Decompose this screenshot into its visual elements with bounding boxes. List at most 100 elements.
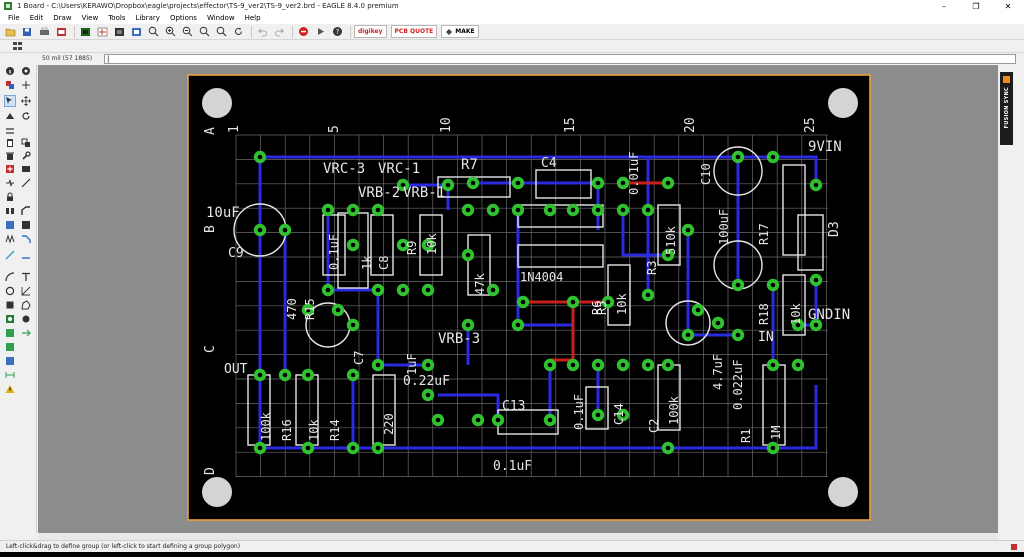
save-icon[interactable] [20, 25, 34, 39]
copy-icon[interactable] [4, 110, 16, 122]
dimension-tool-icon[interactable] [4, 369, 16, 381]
layer-settings-icon[interactable] [10, 39, 24, 53]
cam-processor-icon[interactable] [54, 25, 68, 39]
pad-drill [465, 322, 471, 328]
duplicate-icon[interactable] [20, 137, 32, 149]
miter-icon[interactable] [20, 205, 32, 217]
digikey-button[interactable]: digikey [354, 25, 387, 38]
route-icon[interactable] [20, 233, 32, 245]
schematic-icon[interactable] [95, 25, 109, 39]
display-layers-icon[interactable] [4, 79, 16, 91]
print-icon[interactable] [37, 25, 51, 39]
help-icon[interactable]: ? [330, 25, 344, 39]
menu-tools[interactable]: Tools [108, 14, 126, 22]
mark-icon[interactable] [20, 79, 32, 91]
polygon-icon[interactable] [20, 299, 32, 311]
label-r16-value: 100k [259, 411, 273, 441]
fusion-sync-tab[interactable]: FUSION SYNC [1000, 72, 1013, 145]
redo-icon[interactable] [272, 25, 286, 39]
rectangle-icon[interactable] [4, 299, 16, 311]
label-c2: C2 [647, 419, 661, 433]
pad-drill [445, 182, 451, 188]
mirror-icon[interactable] [4, 125, 16, 137]
menu-view[interactable]: View [81, 14, 99, 22]
label-r18-value: 10k [789, 303, 803, 325]
zoom-out-icon[interactable] [180, 25, 194, 39]
script-icon[interactable] [112, 25, 126, 39]
pad-drill [425, 242, 431, 248]
text-icon[interactable] [20, 271, 32, 283]
autorouter-icon[interactable] [20, 327, 32, 339]
errors-icon[interactable] [4, 383, 16, 395]
hole-icon[interactable] [20, 313, 32, 325]
label-c7: C7 [352, 351, 366, 365]
zoom-in-icon[interactable] [163, 25, 177, 39]
smash-icon[interactable] [4, 205, 16, 217]
menu-edit[interactable]: Edit [29, 14, 44, 22]
maximize-button[interactable]: ❐ [972, 1, 980, 11]
label-vrc3: VRC-3 [323, 161, 365, 177]
menu-library[interactable]: Library [135, 14, 160, 22]
command-line-input[interactable]: | [104, 54, 1016, 64]
label-gndin: GNDIN [808, 307, 850, 323]
dimension-icon[interactable] [20, 285, 32, 297]
board-canvas[interactable]: 1 5 10 15 20 25 A B C D VRC-3 VRC-1 R7 C… [38, 65, 998, 533]
paste-icon[interactable] [4, 137, 16, 149]
pad-drill [595, 180, 601, 186]
erc-icon[interactable] [4, 341, 16, 353]
label-c022: 0.22uF [403, 374, 450, 389]
ratsnest-icon[interactable] [4, 327, 16, 339]
pad-drill [470, 180, 476, 186]
circle-icon[interactable] [4, 285, 16, 297]
wrench-icon[interactable] [20, 150, 32, 162]
replace-icon[interactable] [20, 163, 32, 175]
zoom-last-icon[interactable] [214, 25, 228, 39]
label-r5: R5 [595, 301, 609, 315]
canvas-scrollbar[interactable] [38, 533, 998, 540]
c10-outline [713, 146, 763, 196]
ripup-icon[interactable] [20, 249, 32, 261]
go-icon[interactable] [313, 25, 327, 39]
zoom-select-icon[interactable] [197, 25, 211, 39]
rotate-icon[interactable] [20, 110, 32, 122]
redraw-icon[interactable] [231, 25, 245, 39]
split-icon[interactable] [4, 177, 16, 189]
make-button[interactable]: MAKE [441, 25, 479, 38]
menu-help[interactable]: Help [244, 14, 261, 22]
lock-icon[interactable] [4, 191, 16, 203]
info-icon[interactable] [4, 65, 16, 77]
minimize-button[interactable]: – [942, 1, 946, 11]
pad-drill [665, 252, 671, 258]
menu-window[interactable]: Window [206, 14, 235, 22]
via-icon[interactable] [4, 313, 16, 325]
menu-draw[interactable]: Draw [53, 14, 72, 22]
drc-icon[interactable] [4, 355, 16, 367]
signal-icon[interactable] [4, 233, 16, 245]
board-icon[interactable] [78, 25, 92, 39]
name-icon[interactable] [4, 219, 16, 231]
open-icon[interactable] [3, 25, 17, 39]
zoom-fit-icon[interactable] [146, 25, 160, 39]
pcb-layout[interactable]: 1 5 10 15 20 25 A B C D VRC-3 VRC-1 R7 C… [38, 65, 998, 533]
wire-icon[interactable] [4, 249, 16, 261]
value-icon[interactable] [20, 219, 32, 231]
stop-icon[interactable] [296, 25, 310, 39]
pad-drill [547, 417, 553, 423]
undo-icon[interactable] [255, 25, 269, 39]
mounting-hole [828, 88, 858, 118]
add-part-icon[interactable] [4, 163, 16, 175]
label-in: IN [758, 330, 774, 345]
arc-icon[interactable] [4, 271, 16, 283]
move-icon[interactable] [20, 95, 32, 107]
pad-drill [770, 282, 776, 288]
optimize-icon[interactable] [20, 177, 32, 189]
menu-options[interactable]: Options [169, 14, 197, 22]
label-r7: R7 [461, 157, 478, 173]
ulp-icon[interactable] [129, 25, 143, 39]
group-icon[interactable] [4, 95, 16, 107]
show-icon[interactable] [20, 65, 32, 77]
menu-file[interactable]: File [8, 14, 20, 22]
delete-icon[interactable] [4, 150, 16, 162]
close-button[interactable]: ✕ [1004, 1, 1012, 11]
pcb-quote-button[interactable]: PCB QUOTE [390, 25, 438, 38]
